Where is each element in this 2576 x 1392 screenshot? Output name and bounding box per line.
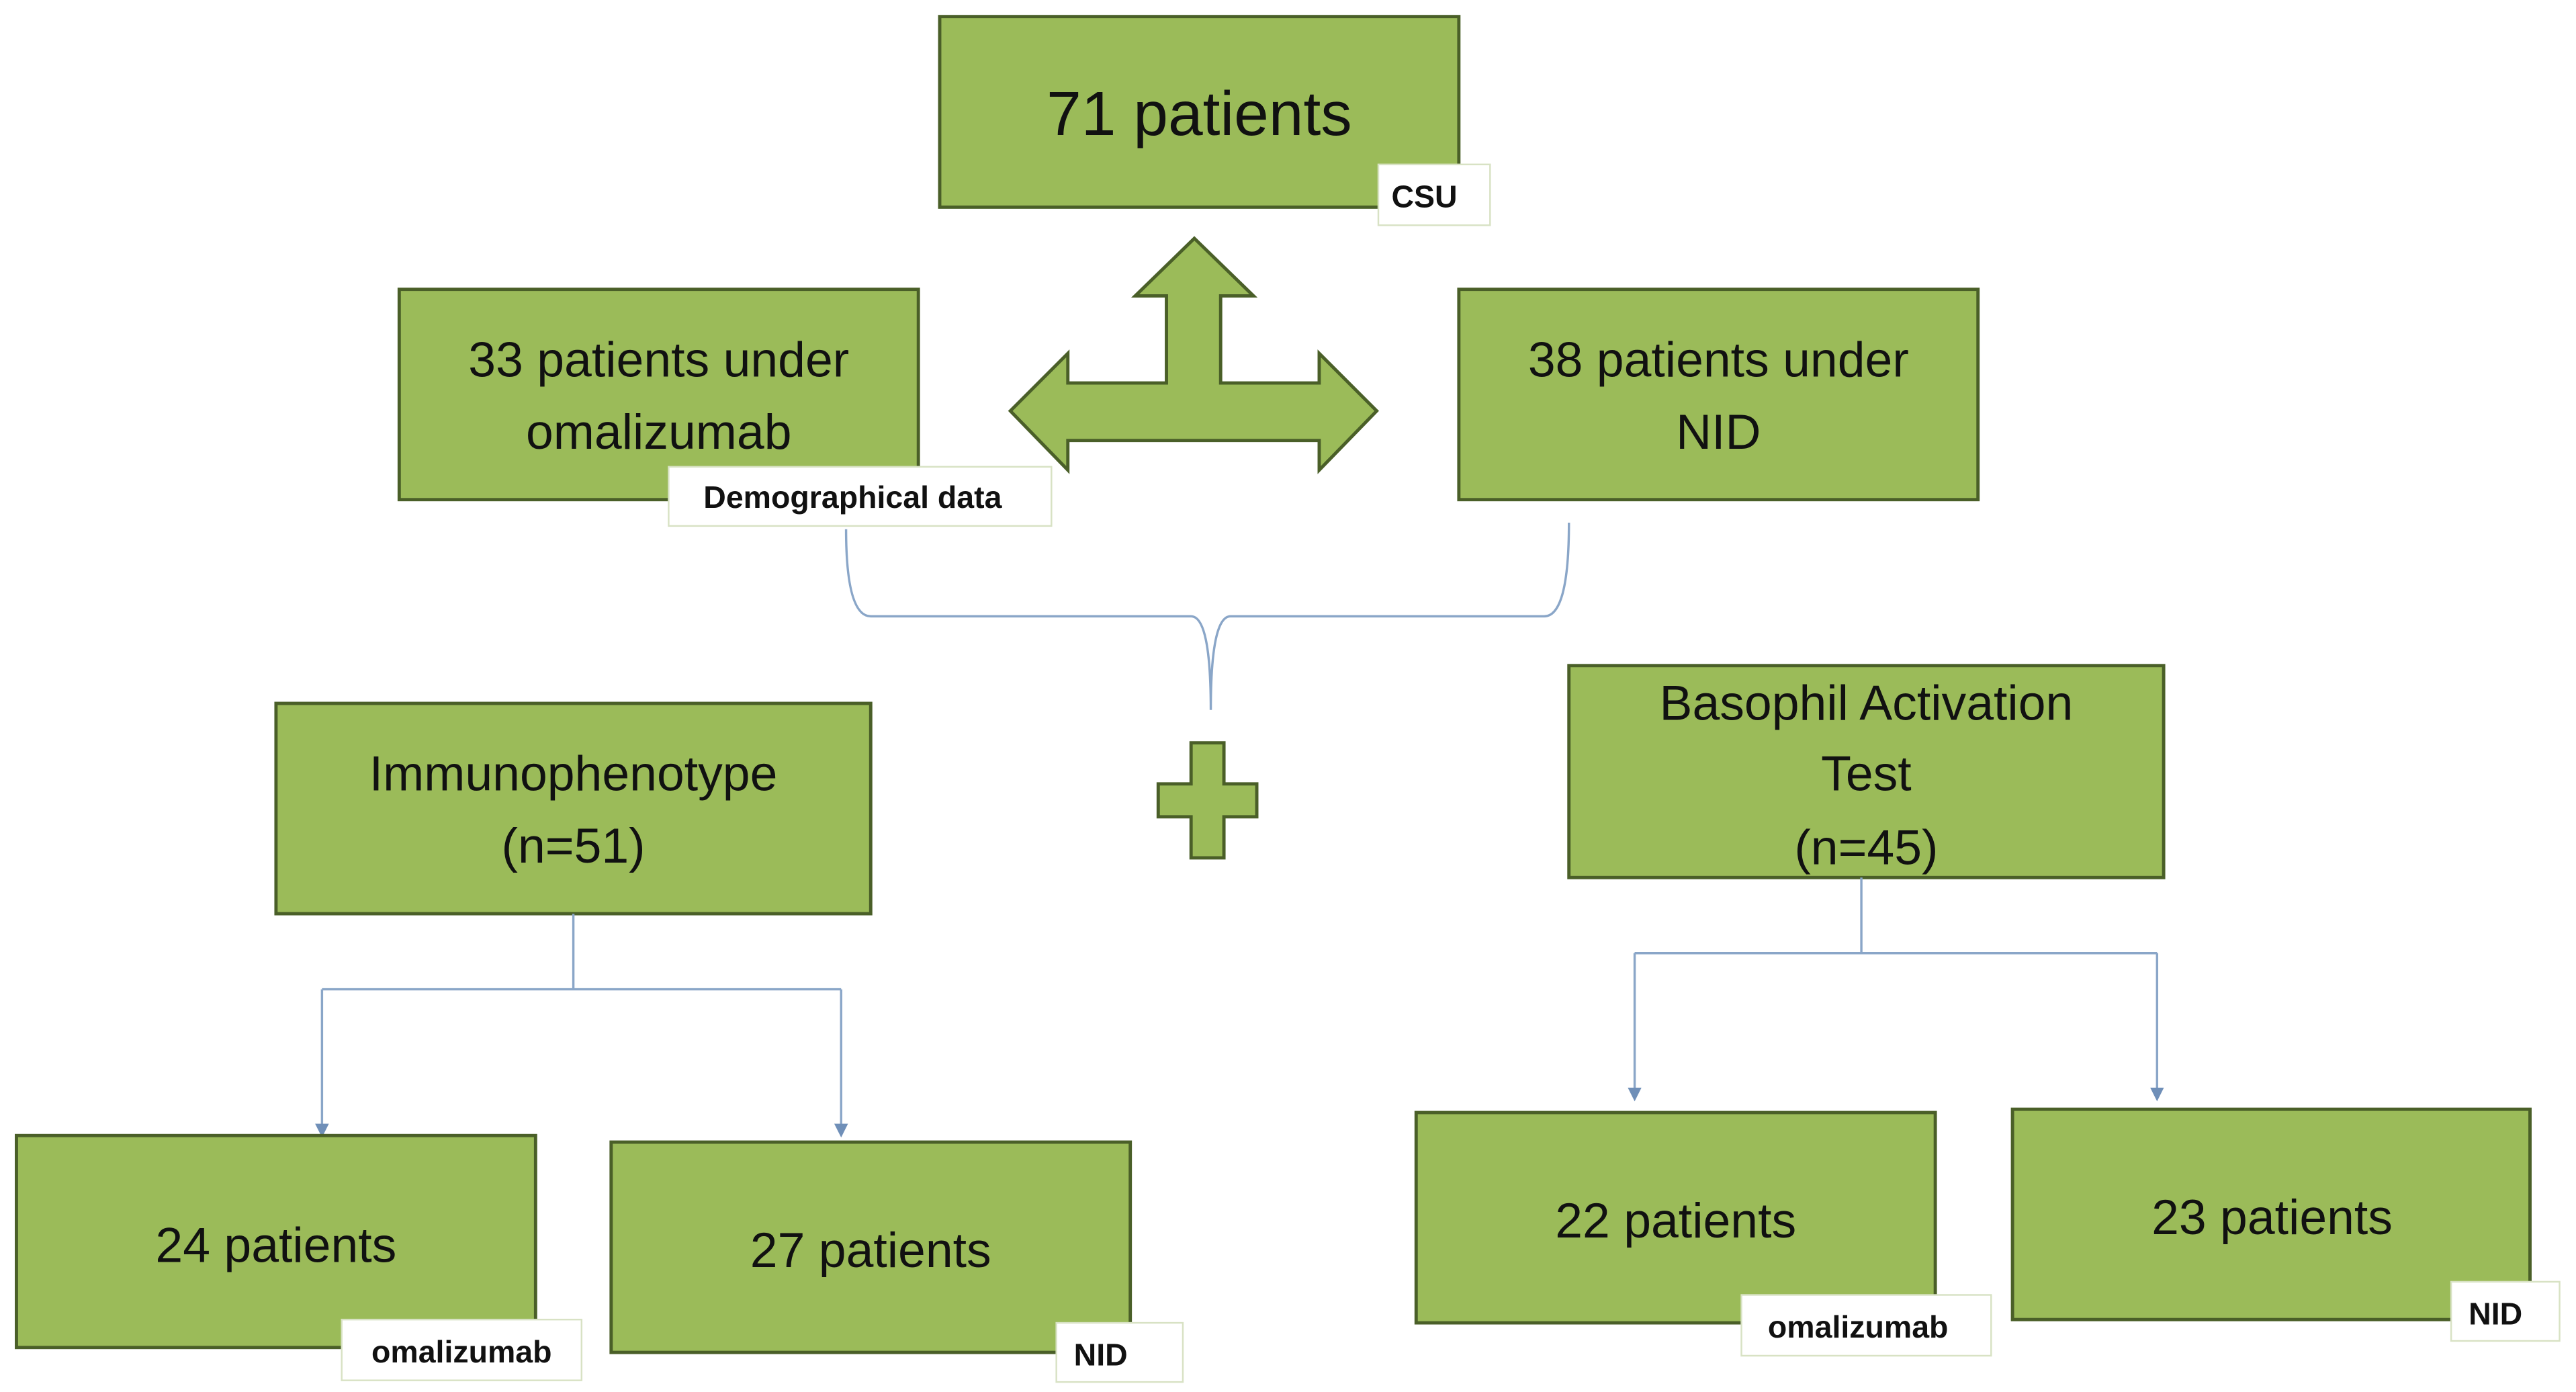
label-nid: NID [1055, 1321, 1184, 1383]
node-text: 71 patients [1047, 79, 1352, 148]
label-text: Demographical data [703, 480, 1002, 515]
label-omalizumab: omalizumab [341, 1318, 583, 1381]
node-immuno-nid: 27 patients [609, 1140, 1132, 1354]
label-csu: CSU [1377, 163, 1491, 226]
node-text: 22 patients [1555, 1193, 1796, 1248]
node-text: 38 patients under [1528, 332, 1909, 387]
node-text: 23 patients [2151, 1190, 2393, 1245]
node-immunophenotype: Immunophenotype (n=51) [274, 701, 873, 916]
node-text: 27 patients [750, 1223, 991, 1278]
plus-icon [1156, 741, 1259, 860]
node-text: 33 patients under [468, 332, 849, 387]
label-text: NID [2469, 1297, 2522, 1332]
node-text: (n=45) [1794, 820, 1938, 875]
connector-bat [1634, 877, 2158, 955]
node-nid-group: 38 patients under NID [1457, 288, 1980, 502]
node-text: Test [1821, 746, 1912, 801]
label-demographical-data: Demographical data [668, 466, 1053, 527]
brace-connector [844, 522, 1570, 710]
label-text: omalizumab [371, 1334, 552, 1369]
node-omalizumab-group: 33 patients under omalizumab [397, 288, 920, 502]
node-bat-omalizumab: 22 patients [1414, 1111, 1937, 1325]
label-nid: NID [2450, 1280, 2561, 1342]
node-text: Basophil Activation [1660, 675, 2074, 730]
node-text: omalizumab [526, 404, 792, 460]
node-text: Immunophenotype [369, 746, 778, 801]
label-omalizumab: omalizumab [1740, 1294, 1992, 1357]
label-text: omalizumab [1768, 1309, 1949, 1344]
node-text: 24 patients [155, 1218, 396, 1273]
three-way-arrow-icon [1008, 236, 1380, 474]
node-total-patients: 71 patients [938, 15, 1461, 209]
node-bat-nid: 23 patients [2010, 1107, 2532, 1321]
label-text: NID [1074, 1338, 1128, 1373]
node-text: NID [1676, 404, 1761, 460]
node-basophil-activation-test: Basophil Activation Test (n=45) [1567, 664, 2166, 879]
node-immuno-omalizumab: 24 patients [15, 1133, 537, 1350]
label-text: CSU [1391, 179, 1457, 214]
node-text: (n=51) [502, 818, 646, 873]
connector-immunophenotype [322, 914, 842, 991]
